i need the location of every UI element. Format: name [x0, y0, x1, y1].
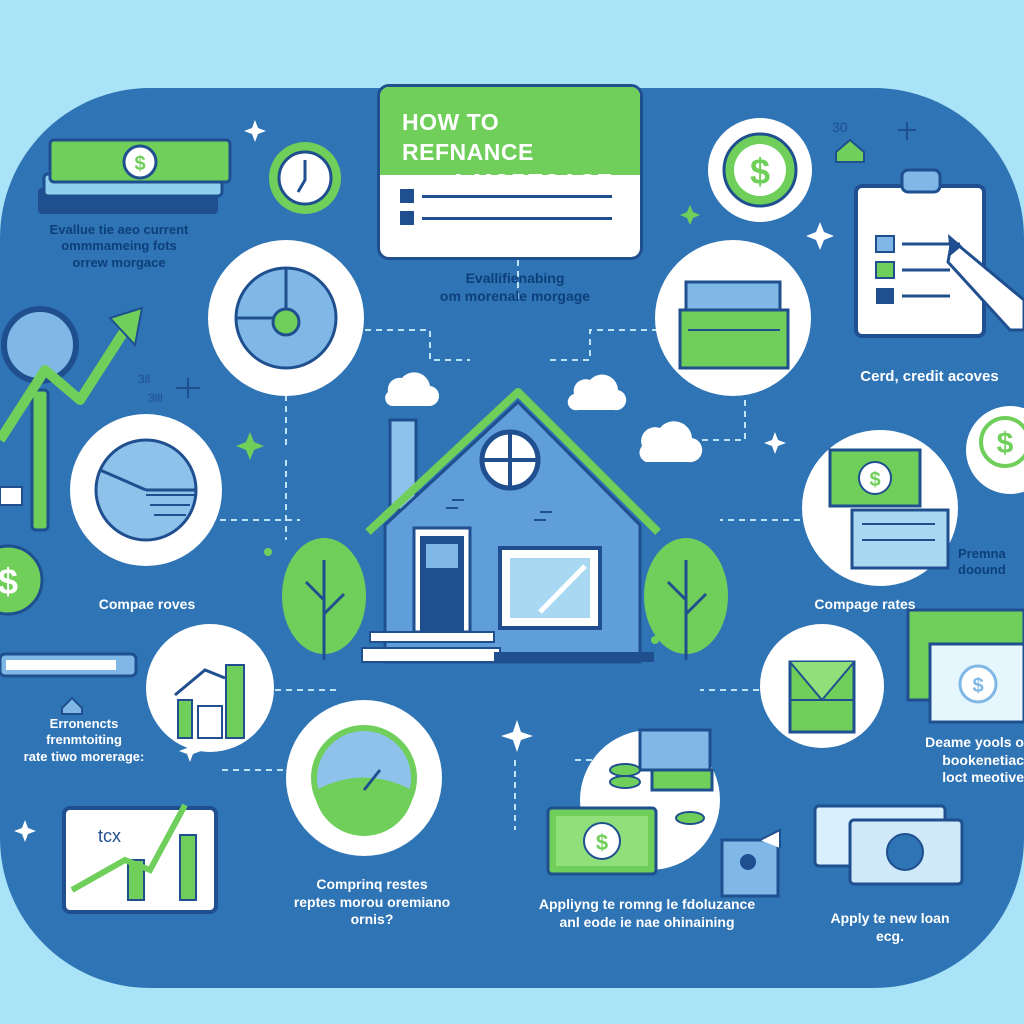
scale-icon: 3ll 3lll: [138, 372, 200, 405]
svg-text:$: $: [134, 153, 145, 175]
number-label-2: 3ll: [138, 372, 150, 386]
label-evaluate-current: Evallue tie aeo current ommmameing fots …: [49, 222, 189, 270]
tree-icon: [282, 538, 728, 660]
progress-bar-icon: [0, 652, 138, 678]
label-evaluating-center: Evallifienabing om morenale morgage: [439, 270, 591, 304]
checklist-row: [400, 211, 620, 225]
svg-text:$: $: [596, 830, 608, 855]
label-decide: Deame yools o bookenetiac loct meotive: [925, 734, 1024, 785]
pie-chart-icon-2: [94, 438, 198, 542]
dashed-connectors: [220, 260, 800, 830]
label-compare-left: Compae roves: [98, 596, 196, 612]
title-line-1: HOW TO REFNANCE: [402, 109, 534, 165]
label-comparing: Comprinq restes reptes morou oremiano or…: [293, 876, 451, 927]
label-prepare-docs: Premna doound: [958, 546, 1006, 578]
pie-chart-icon: [234, 266, 338, 370]
svg-text:$: $: [0, 561, 18, 602]
clock-icon: [269, 142, 341, 214]
title-banner: HOW TO REFNANCE A MORTGAGE: [380, 87, 640, 195]
chart-mark-text: tcx: [98, 826, 121, 846]
bar-chart-icon: [174, 664, 245, 739]
svg-text:$: $: [869, 469, 880, 491]
title-card: HOW TO REFNANCE A MORTGAGE: [377, 84, 643, 260]
dollar-coin-icon-right: $: [979, 416, 1024, 468]
title-checklist: [380, 175, 640, 247]
folder-icon-2: [678, 280, 790, 370]
banknote-icon-3: $: [906, 608, 1024, 724]
banknote-icon-2: [813, 804, 964, 886]
label-apply-loan: Apply te new loan ecg.: [830, 910, 950, 944]
chart-monitor-icon: tcx: [62, 803, 218, 914]
coin-stack-icon: [609, 728, 714, 825]
home-icon-top: 30: [832, 119, 916, 163]
cloud-icon: [385, 372, 703, 463]
label-economics: Erronencts frenmtoiting rate tiwo morera…: [23, 716, 145, 764]
dollar-coin-icon: $: [0, 544, 44, 616]
label-applying: Appliyng te romng le fdoluzance anl eode…: [538, 896, 756, 930]
title-line-2: A MORTGAGE: [450, 169, 613, 195]
money-document-icon: $: [828, 448, 950, 570]
pencil-icon: [946, 234, 1024, 332]
house-icon: [361, 388, 661, 664]
home-icon-small: [61, 696, 83, 715]
folder-icon: [788, 660, 856, 734]
number-label-3: 3lll: [148, 391, 163, 405]
gauge-icon: [311, 725, 417, 837]
document-icon: [720, 828, 781, 898]
label-credit: Cerd, credit acoves: [860, 368, 999, 385]
growth-arrow-icon: [0, 306, 144, 532]
label-compare-right: Compage rates: [814, 596, 916, 612]
money-stack-icon: $: [38, 138, 232, 214]
banknote-icon: $: [546, 806, 658, 876]
dollar-coin-icon-top: $: [722, 132, 798, 208]
checklist-row: [400, 189, 620, 203]
number-label-1: 30: [832, 119, 848, 135]
svg-text:$: $: [972, 675, 983, 697]
svg-text:$: $: [997, 427, 1014, 460]
svg-text:$: $: [750, 151, 770, 192]
clipboard-icon: [854, 168, 986, 338]
